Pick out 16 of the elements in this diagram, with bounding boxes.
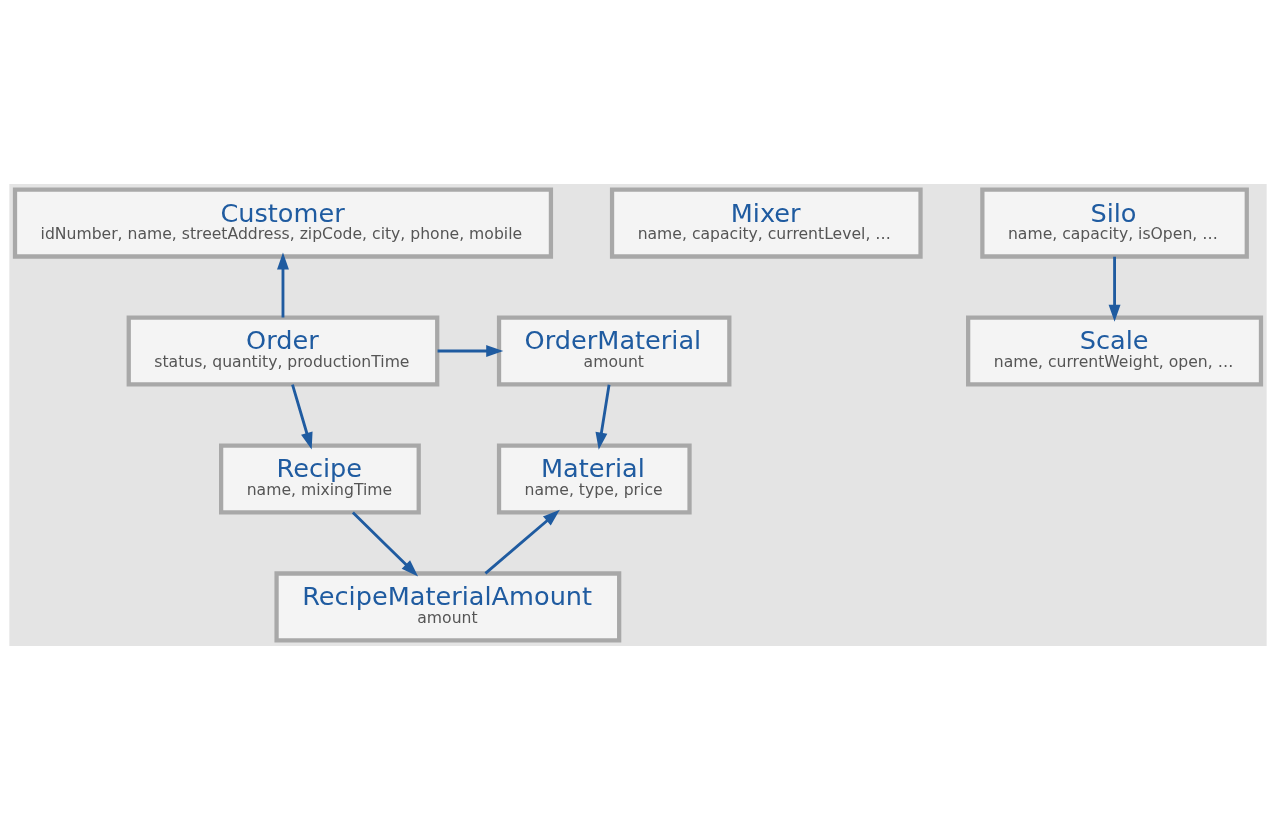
node-box: RecipeMaterialAmount amount [274,570,622,642]
arrow [291,383,313,450]
arrow [277,251,289,317]
node-box: OrderMaterial amount [496,315,732,387]
node-box: Mixer name, capacity, currentLevel, … [609,187,923,259]
node-box: Material name, type, price [496,442,692,514]
arrow [484,509,560,574]
node-box: Scale name, currentWeight, open, … [966,315,1264,387]
arrow [437,344,504,357]
node-box: Silo name, capacity, isOpen, … [980,187,1249,259]
arrow [595,383,611,450]
node-box: Order status, quantity, productionTime [126,315,440,387]
node-box: Recipe name, mixingTime [219,442,421,514]
arrow [1108,256,1121,322]
node-box: Customer idNumber, name, streetAddress, zipCode, city, phone, mobile [12,187,554,259]
arrow [351,511,419,576]
